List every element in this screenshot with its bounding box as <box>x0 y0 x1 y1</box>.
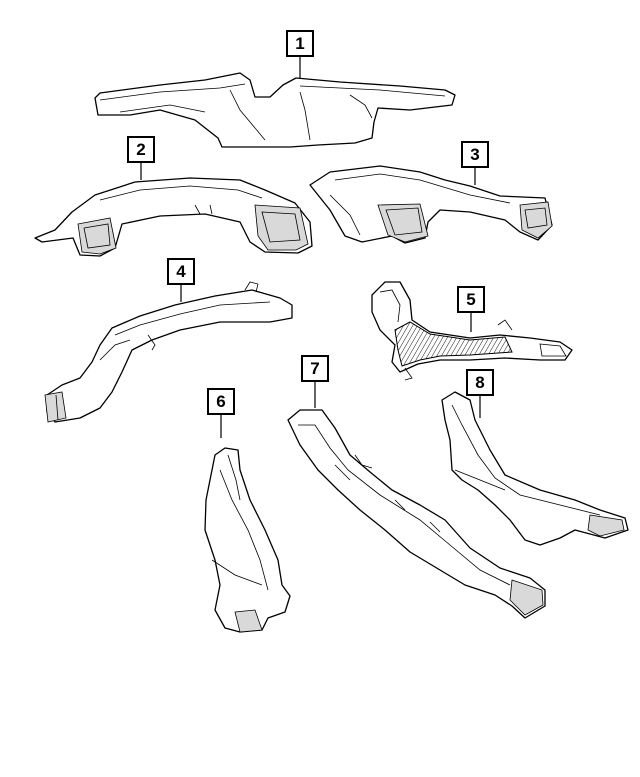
part-8-duct[interactable] <box>441 391 629 546</box>
part-6-duct[interactable] <box>204 447 291 633</box>
callout-3[interactable]: 3 <box>461 141 489 168</box>
callout-1-label: 1 <box>295 34 304 53</box>
callout-5-label: 5 <box>466 290 475 309</box>
callout-1[interactable]: 1 <box>286 30 314 57</box>
callout-5[interactable]: 5 <box>457 286 485 313</box>
callout-4[interactable]: 4 <box>167 258 195 285</box>
callout-2-label: 2 <box>136 140 145 159</box>
part-5-duct[interactable] <box>371 281 573 381</box>
callout-2[interactable]: 2 <box>127 136 155 163</box>
callout-8[interactable]: 8 <box>466 369 494 396</box>
callout-3-label: 3 <box>470 145 479 164</box>
callout-6[interactable]: 6 <box>207 388 235 415</box>
callout-6-label: 6 <box>216 392 225 411</box>
callout-8-label: 8 <box>475 373 484 392</box>
callout-7[interactable]: 7 <box>301 355 329 382</box>
part-1-duct[interactable] <box>94 72 456 148</box>
part-7-duct[interactable] <box>287 409 546 619</box>
part-2-duct[interactable] <box>34 177 313 257</box>
callout-4-label: 4 <box>176 262 186 281</box>
part-3-duct[interactable] <box>309 165 553 244</box>
callout-7-label: 7 <box>310 359 319 378</box>
part-4-duct[interactable] <box>44 281 293 423</box>
